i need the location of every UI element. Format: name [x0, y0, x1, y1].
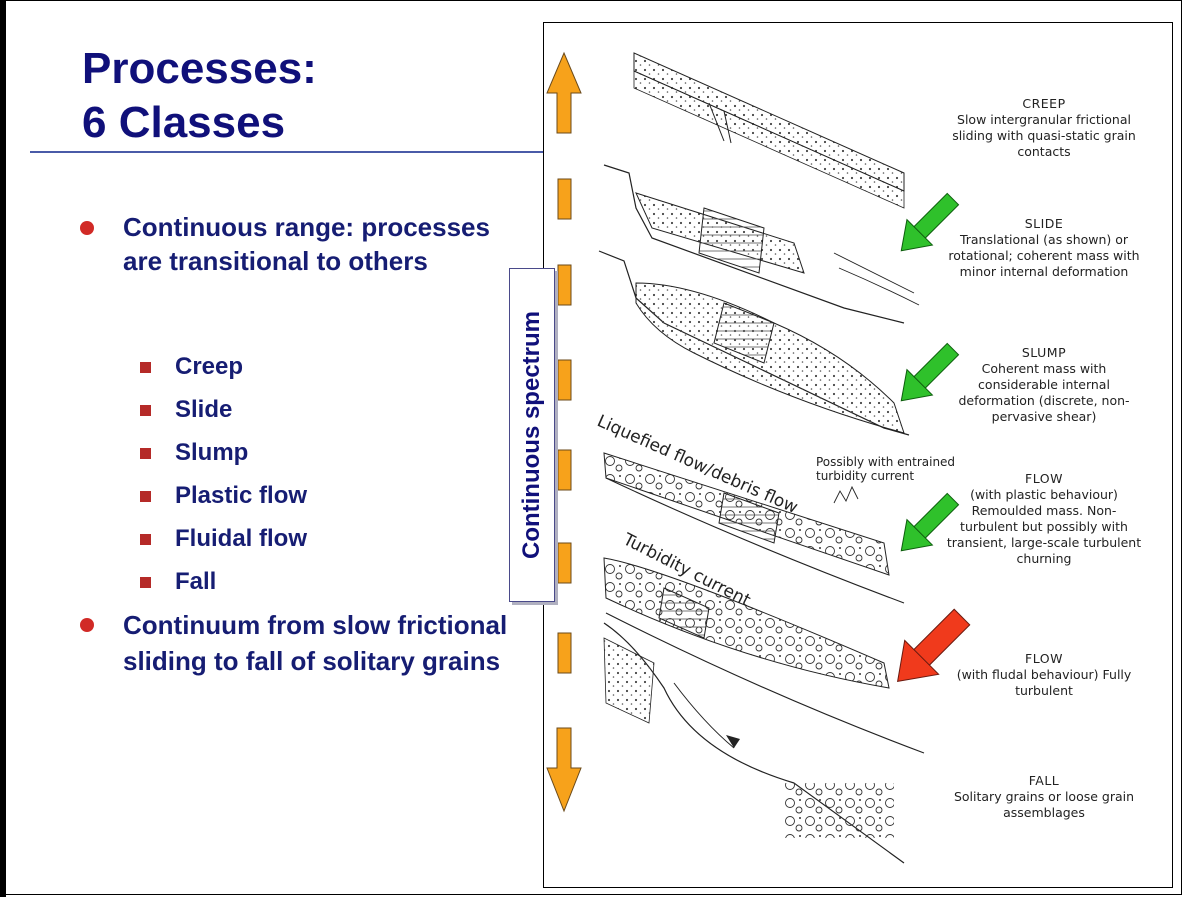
sub-bullet-text: Fluidal flow — [175, 525, 307, 552]
square-bullet-icon — [140, 362, 151, 373]
fall-label: FALL Solitary grains or loose grain asse… — [944, 773, 1144, 821]
slump-label: SLUMP Coherent mass with considerable in… — [944, 345, 1144, 425]
class-description: (with fludal behaviour) Fully turbulent — [956, 667, 1132, 698]
bullet-item: Continuum from slow frictional sliding t… — [75, 607, 535, 679]
slide-illustration — [603, 164, 920, 324]
square-bullet-icon — [140, 577, 151, 588]
bullet-text: Continuum from slow frictional sliding t… — [123, 610, 508, 676]
green-arrow-icon — [900, 492, 960, 552]
slide-label: SLIDE Translational (as shown) or rotati… — [944, 216, 1144, 280]
class-heading: FLOW — [1025, 651, 1063, 666]
sub-bullet-text: Slump — [175, 439, 249, 466]
continuous-spectrum-label: Continuous spectrum — [518, 310, 545, 560]
continuous-spectrum-box: Continuous spectrum — [509, 268, 555, 602]
plastic-flow-label: FLOW (with plastic behaviour) Remoulded … — [944, 471, 1144, 567]
creep-label: CREEP Slow intergranular frictional slid… — [944, 96, 1144, 160]
spectrum-arrow-icon — [546, 51, 582, 813]
sub-bullet-item: Slump — [75, 431, 535, 474]
title-line-1: Processes: — [82, 44, 317, 93]
diagram-illustration: Liquefied flow/debris flow Turbidity cur… — [546, 51, 971, 864]
green-arrow-icon — [900, 192, 960, 252]
bullet-list: Continuous range: processes are transiti… — [75, 210, 535, 679]
class-description: (with plastic behaviour) Remoulded mass.… — [946, 487, 1142, 566]
sub-bullet-text: Fall — [175, 568, 217, 595]
plastic-flow-illustration — [603, 452, 905, 604]
sub-bullet-item: Plastic flow — [75, 474, 535, 517]
class-description: Solitary grains or loose grain assemblag… — [953, 789, 1135, 820]
square-bullet-icon — [140, 534, 151, 545]
class-description: Coherent mass with considerable internal… — [958, 361, 1130, 424]
process-diagram: Liquefied flow/debris flow Turbidity cur… — [543, 22, 1173, 888]
slump-illustration — [598, 250, 910, 436]
sub-bullet-item: Fall — [75, 560, 535, 603]
sub-bullet-text: Creep — [175, 353, 244, 380]
sub-bullet-text: Slide — [175, 396, 233, 423]
sub-bullet-item: Fluidal flow — [75, 517, 535, 560]
class-heading: CREEP — [1022, 96, 1066, 111]
title-underline — [30, 151, 550, 153]
fall-illustration — [603, 622, 905, 864]
sub-bullet-item: Creep — [75, 345, 535, 388]
green-arrow-icon — [900, 342, 960, 402]
class-heading: FLOW — [1025, 471, 1063, 486]
bullet-dot-icon — [80, 221, 94, 235]
creep-illustration — [633, 52, 905, 209]
fluidal-flow-label: FLOW (with fludal behaviour) Fully turbu… — [944, 651, 1144, 699]
bullet-text: Continuous range: processes are transiti… — [123, 212, 490, 276]
square-bullet-icon — [140, 448, 151, 459]
class-heading: SLUMP — [1021, 345, 1067, 360]
class-heading: FALL — [1028, 773, 1060, 788]
square-bullet-icon — [140, 491, 151, 502]
class-description: Translational (as shown) or rotational; … — [948, 232, 1140, 279]
slide-left-edge — [0, 0, 6, 897]
class-description: Slow intergranular frictional sliding wi… — [952, 112, 1136, 159]
fluidal-flow-illustration — [603, 557, 925, 754]
sub-bullet-item: Slide — [75, 388, 535, 431]
slide-title: Processes: 6 Classes — [82, 42, 317, 150]
entrained-turbidity-annotation: Possibly with entrained turbidity curren… — [816, 455, 956, 483]
class-heading: SLIDE — [1024, 216, 1064, 231]
red-arrow-icon — [897, 608, 971, 682]
square-bullet-icon — [140, 405, 151, 416]
bullet-dot-icon — [80, 618, 94, 632]
sub-bullet-text: Plastic flow — [175, 482, 308, 509]
bullet-item: Continuous range: processes are transiti… — [75, 210, 535, 345]
title-line-2: 6 Classes — [82, 98, 286, 147]
